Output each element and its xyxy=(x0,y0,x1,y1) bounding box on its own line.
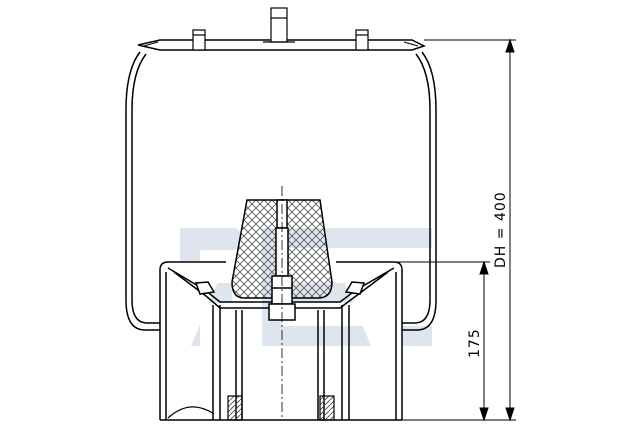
dimension-lines xyxy=(394,38,516,422)
bellows-sleeve xyxy=(125,51,437,331)
stud-right xyxy=(355,29,369,51)
bottom-mounting-studs xyxy=(227,395,335,421)
overall-height-label: DH = 400 xyxy=(493,191,509,268)
top-bead-plate xyxy=(137,39,426,51)
top-mounting-studs xyxy=(192,7,369,51)
base-height-label: 175 xyxy=(467,328,483,358)
stud-center xyxy=(270,7,288,43)
stud-left xyxy=(192,29,206,51)
